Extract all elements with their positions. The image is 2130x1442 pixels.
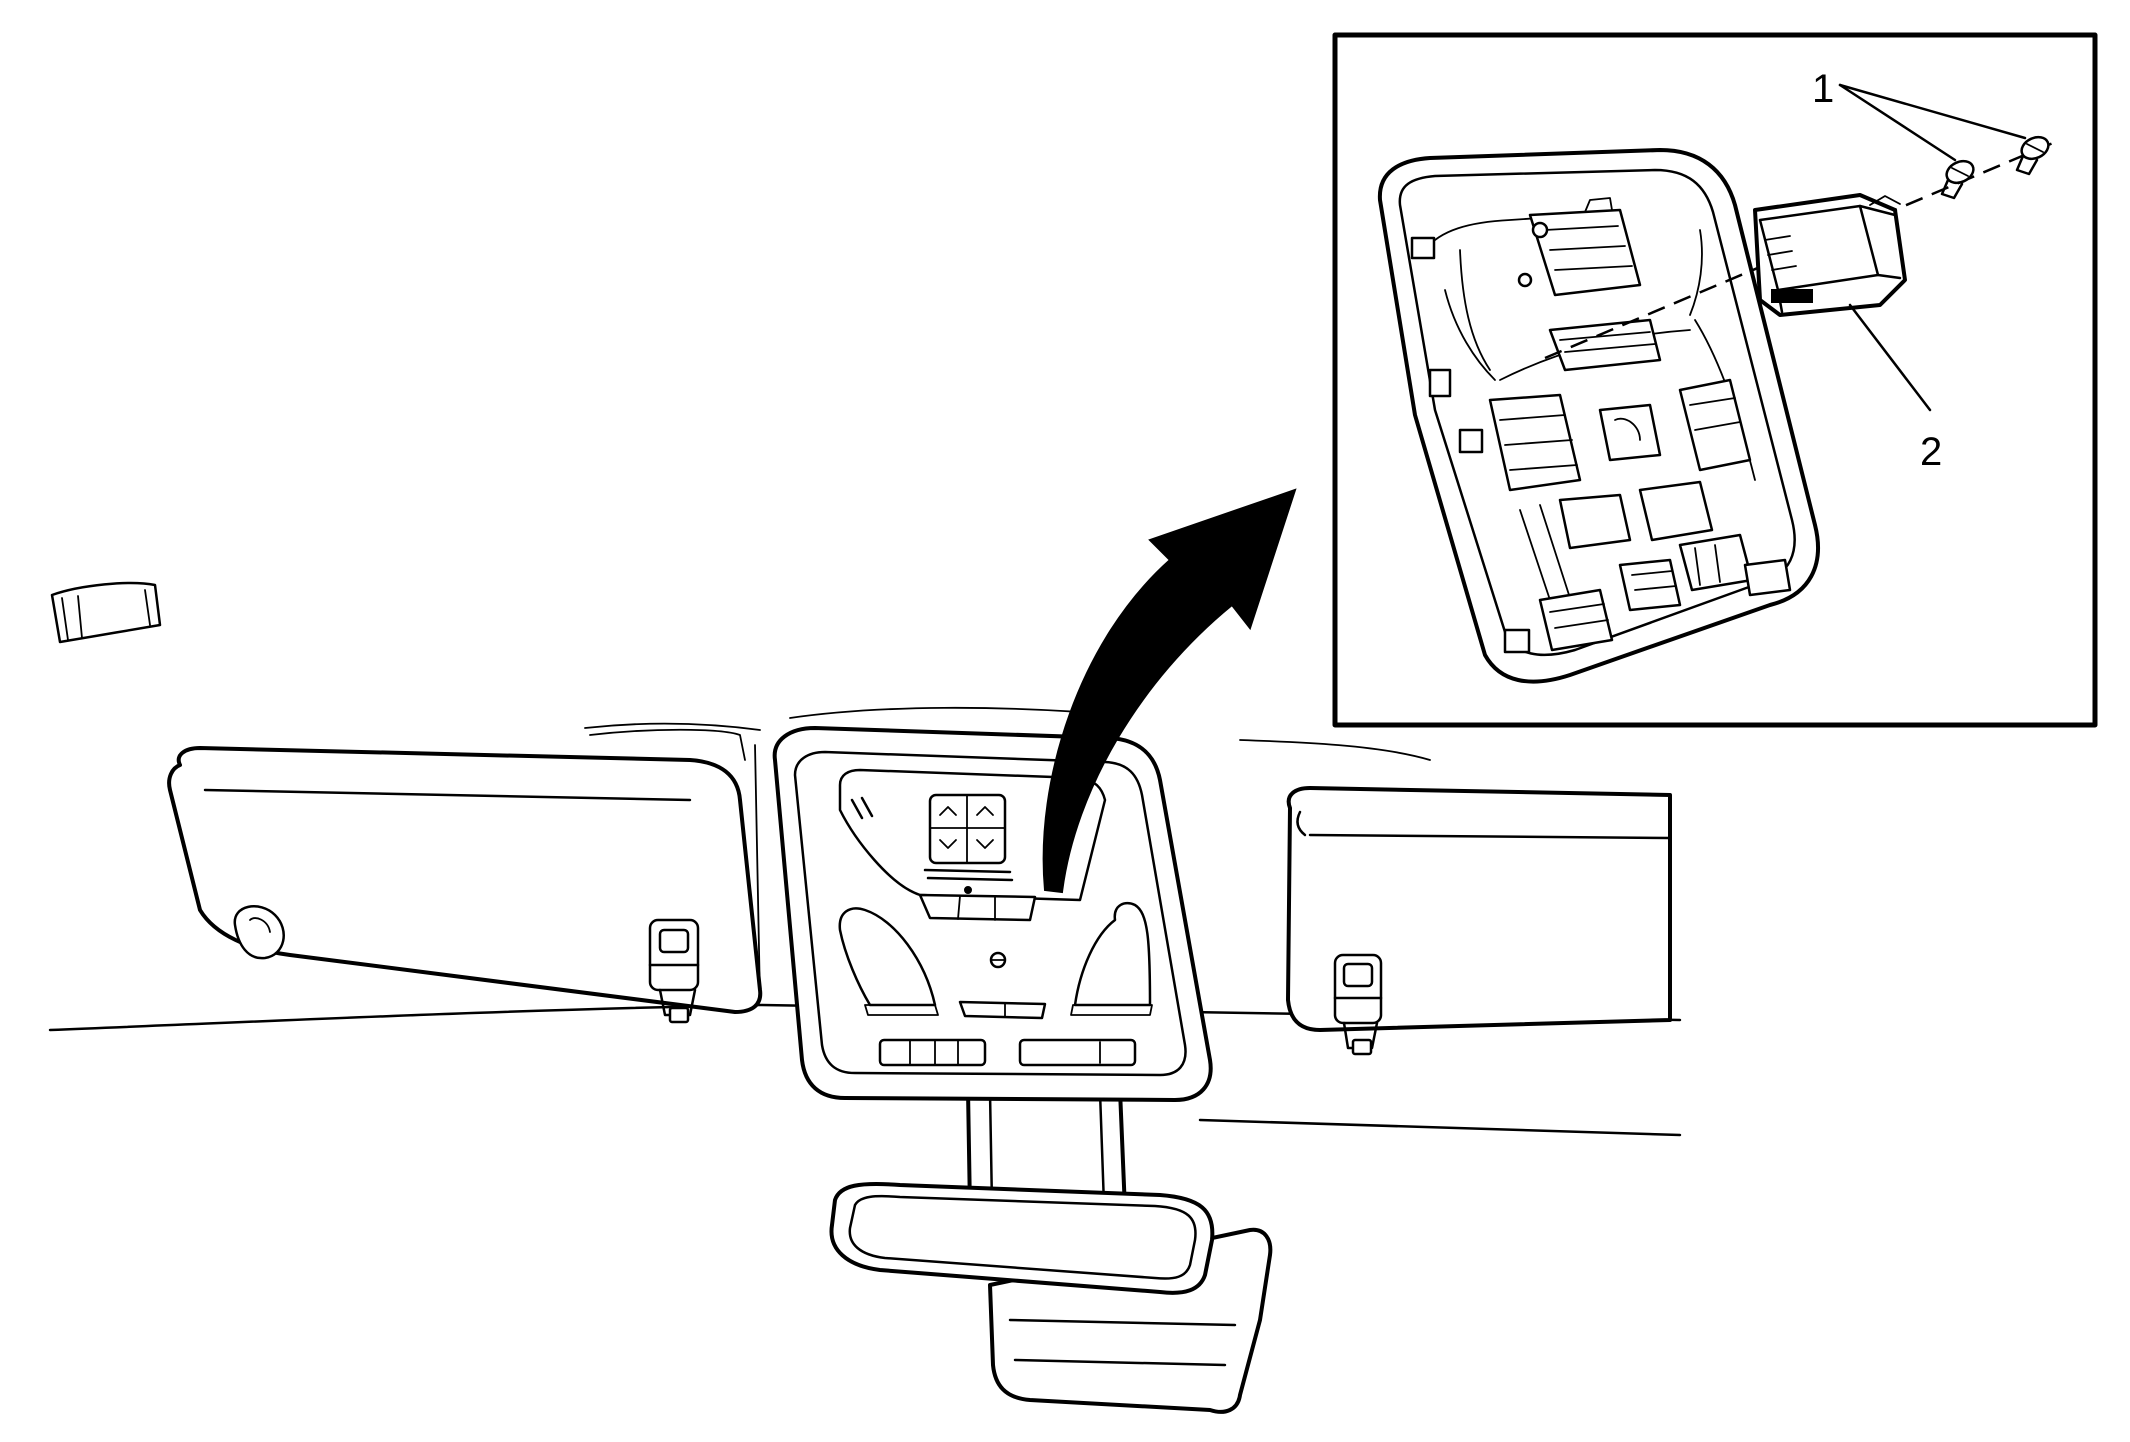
screw-1b [2015, 135, 2050, 176]
headliner-rear-edge [1198, 1118, 1682, 1137]
left-sun-visor [167, 728, 763, 1024]
sunroof-switch-block [923, 793, 1014, 894]
callout-label-2: 2 [1920, 430, 1942, 474]
detail-inset: 1 2 [1332, 32, 2098, 728]
fastener-alignment-line [1544, 138, 2061, 360]
housing-left-clips [1410, 236, 1531, 654]
left-trim-piece [50, 581, 162, 644]
console-three-buttons [918, 893, 1037, 922]
left-visor-clip [648, 918, 700, 1024]
housing-center-blocks [1488, 318, 1752, 601]
housing-top-module [1517, 197, 1642, 297]
microphone-icon [989, 951, 1007, 969]
console-lower-buttons-left [878, 1038, 987, 1067]
console-switch-icon [850, 796, 874, 820]
leader-1a [1838, 83, 1957, 162]
console-lower-buttons-right [1018, 1038, 1137, 1067]
overhead-console [772, 706, 1213, 1102]
leader-1b [1838, 83, 2027, 140]
console-housing-rear [1377, 148, 1820, 684]
rear-view-mirror [829, 1181, 1273, 1414]
center-lamp [958, 1000, 1047, 1020]
headliner-view [48, 488, 1682, 1414]
screw-1a [1940, 159, 1975, 200]
leader-2 [1848, 303, 1932, 412]
right-visor-clip [1333, 953, 1383, 1056]
right-sun-visor [1286, 786, 1672, 1056]
callout-label-1: 1 [1812, 67, 1834, 111]
removed-module [1753, 193, 1907, 317]
detail-view-arrow [1042, 488, 1297, 894]
left-map-lamp [838, 907, 937, 1007]
housing-bottom-connectors [1538, 533, 1792, 652]
right-map-lamp [1073, 901, 1152, 1007]
